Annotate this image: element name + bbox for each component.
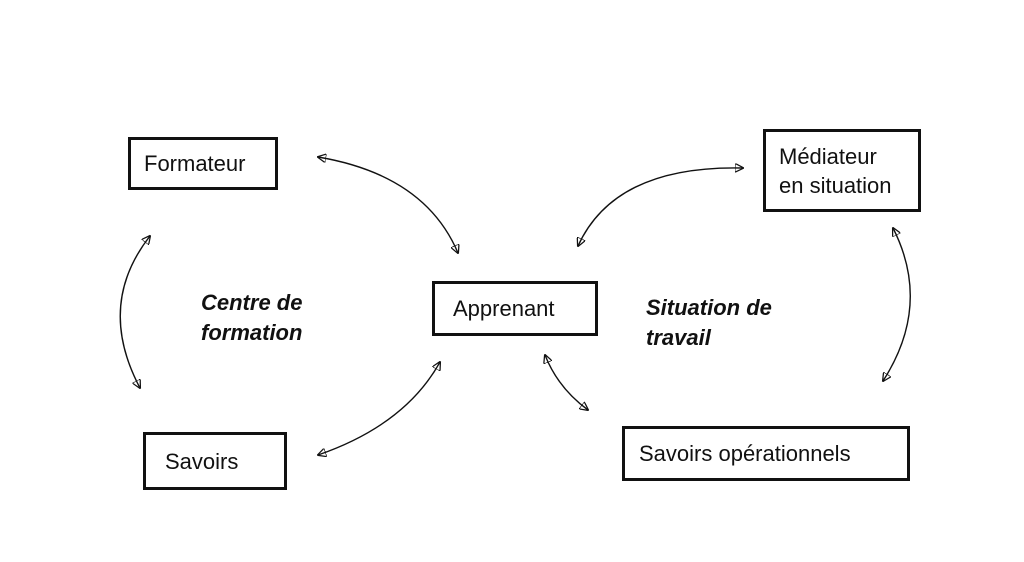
zone-centre-line2: formation <box>201 320 303 345</box>
zone-situation-line1: Situation de <box>646 295 772 320</box>
edge-savoirs-apprenant <box>318 362 440 455</box>
edge-mediateur-savoirs-operationnels <box>883 228 911 381</box>
node-savoirs-operationnels: Savoirs opérationnels <box>622 426 910 481</box>
node-savoirs: Savoirs <box>143 432 287 490</box>
zone-situation-line2: travail <box>646 325 711 350</box>
node-savoirs-operationnels-label: Savoirs opérationnels <box>639 441 851 466</box>
edge-formateur-savoirs <box>119 236 150 388</box>
edge-savoirs-operationnels-apprenant <box>545 355 588 410</box>
node-apprenant: Apprenant <box>432 281 598 336</box>
node-savoirs-label: Savoirs <box>165 448 239 474</box>
zone-label-situation-de-travail: Situation de travail <box>646 293 772 353</box>
edge-mediateur-apprenant <box>578 168 743 246</box>
node-mediateur-en-situation: Médiateur en situation <box>763 129 921 212</box>
node-formateur: Formateur <box>128 137 278 190</box>
zone-label-centre-de-formation: Centre de formation <box>201 288 302 348</box>
node-mediateur-line1: Médiateur <box>779 143 877 169</box>
node-apprenant-label: Apprenant <box>453 296 555 321</box>
edge-formateur-apprenant <box>318 157 458 253</box>
zone-centre-line1: Centre de <box>201 290 303 315</box>
node-mediateur-line2: en situation <box>779 172 892 198</box>
node-mediateur-label: Médiateur en situation <box>779 142 892 200</box>
node-formateur-label: Formateur <box>144 151 246 176</box>
